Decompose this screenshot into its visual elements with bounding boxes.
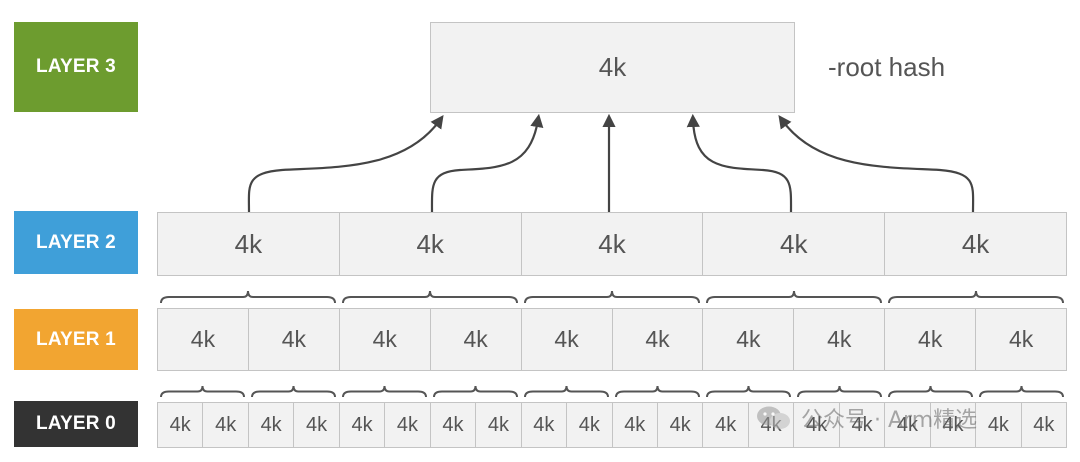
arrow-5: [778, 115, 975, 213]
brace-layer-0: [433, 385, 518, 398]
layer-0-block: 4k: [385, 403, 431, 447]
watermark: 公众号 · Arm精选: [755, 402, 977, 434]
arrow-1: [247, 115, 444, 213]
layer-0-block: 4k: [976, 403, 1022, 447]
watermark-text: 公众号 · Arm精选: [801, 408, 978, 433]
layer-0-block: 4k: [794, 403, 840, 447]
layer-0-block: 4k: [522, 403, 568, 447]
layer-1-block: 4k: [703, 309, 795, 370]
layer-0-block: 4k: [249, 403, 295, 447]
brace-layer-0: [888, 385, 973, 398]
layer-0-block: 4k: [840, 403, 886, 447]
wechat-icon: [757, 406, 790, 429]
arrows-group: [247, 113, 975, 213]
layer-2-label: LAYER 2: [14, 211, 138, 274]
layer-0-block: 4k: [203, 403, 249, 447]
brace-layer-0: [160, 385, 245, 398]
layer-3-label: LAYER 3: [14, 22, 138, 112]
layer-1-block: 4k: [794, 309, 886, 370]
layer-1-block: 4k: [249, 309, 340, 370]
layer-0-block: 4k: [658, 403, 704, 447]
layer-2-block: 4k: [522, 213, 704, 275]
brace-layer-1: [706, 290, 882, 304]
layer-1-block: 4k: [613, 309, 704, 370]
arrow-4: [686, 113, 793, 213]
layer-2-block: 4k: [340, 213, 522, 275]
layer-1-label: LAYER 1: [14, 309, 138, 370]
brace-layer-0: [251, 385, 336, 398]
layer-2-block: 4k: [158, 213, 340, 275]
layer-0-block: 4k: [476, 403, 522, 447]
layer-1-block: 4k: [340, 309, 431, 370]
root-hash-block: 4k: [430, 22, 795, 113]
brace-layer-1: [888, 290, 1064, 304]
brace-layer-1: [160, 290, 336, 304]
layer-2-block: 4k: [703, 213, 886, 275]
brace-layer-0: [342, 385, 427, 398]
layer-1-block: 4k: [431, 309, 522, 370]
layer-0-block: 4k: [931, 403, 977, 447]
brace-layer-0: [979, 385, 1064, 398]
brace-layer-0: [524, 385, 609, 398]
layer-0-block: 4k: [567, 403, 613, 447]
layer-0-block: 4k: [613, 403, 658, 447]
layer-0-block: 4k: [703, 403, 749, 447]
layer-0-label: LAYER 0: [14, 401, 138, 447]
brace-layer-0: [615, 385, 700, 398]
layer-1-block: 4k: [885, 309, 977, 370]
arrow-2: [430, 113, 544, 213]
layer-0-block: 4k: [885, 403, 931, 447]
layer-2-block: 4k: [961, 228, 990, 259]
layer-0-block: 4k: [340, 403, 386, 447]
brace-layer-0: [706, 385, 791, 398]
brace-layer-1: [524, 290, 700, 304]
layer-1-block: 4k: [522, 309, 613, 370]
layer-0-block: 4k: [1033, 413, 1055, 436]
layer-0-block: 4k: [294, 403, 340, 447]
layer-1-block: 4k: [158, 309, 249, 370]
brace-layer-1: [342, 290, 518, 304]
root-hash-note: -root hash: [828, 52, 946, 82]
layer-1-block: 4k: [1008, 326, 1034, 352]
braces-group: [160, 290, 1064, 398]
layer-0-block: 4k: [431, 403, 477, 447]
layer-0-block: 4k: [158, 403, 204, 447]
brace-layer-0: [797, 385, 882, 398]
